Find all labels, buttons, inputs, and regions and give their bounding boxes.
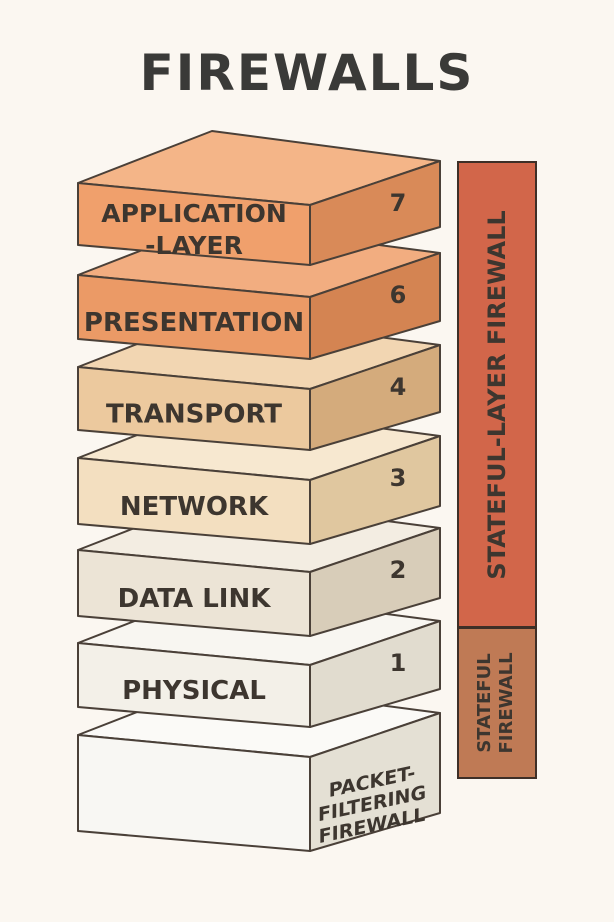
stateful-layer-firewall-bracket: STATEFUL-LAYER FIREWALL	[457, 161, 537, 628]
layer-number-label: 6	[390, 281, 407, 309]
layer-name-label: -LAYER	[145, 231, 243, 260]
stateful-firewall-label: STATEFUL	[474, 653, 495, 752]
block-front-face	[77, 182, 311, 266]
block-front-face	[77, 734, 311, 852]
layer-name-label: APPLICATION	[101, 199, 287, 228]
layer-number-label: 4	[390, 373, 407, 401]
stateful-firewall-label: FIREWALL	[496, 652, 517, 753]
layer-name-label: TRANSPORT	[106, 400, 282, 430]
layer-number-label: 1	[390, 649, 407, 677]
layer-number-label: 2	[390, 556, 407, 584]
stateful-layer-firewall-label: STATEFUL-LAYER FIREWALL	[483, 210, 511, 579]
layer-number-label: 7	[390, 189, 407, 217]
layer-number-label: 3	[390, 464, 407, 492]
block-front-face	[77, 549, 311, 637]
block-front-face	[77, 366, 311, 451]
layer-name-label: NETWORK	[120, 492, 269, 522]
osi-layer-block: APPLICATION -LAYER 7	[77, 130, 441, 266]
layer-name-label: PRESENTATION	[84, 308, 304, 338]
block-front-face	[77, 457, 311, 545]
block-front-face	[77, 642, 311, 728]
diagram-title: FIREWALLS	[139, 44, 475, 102]
block-front-face	[77, 274, 311, 360]
layer-name-label: DATA LINK	[118, 584, 272, 614]
layer-name-label: PHYSICAL	[122, 676, 266, 706]
